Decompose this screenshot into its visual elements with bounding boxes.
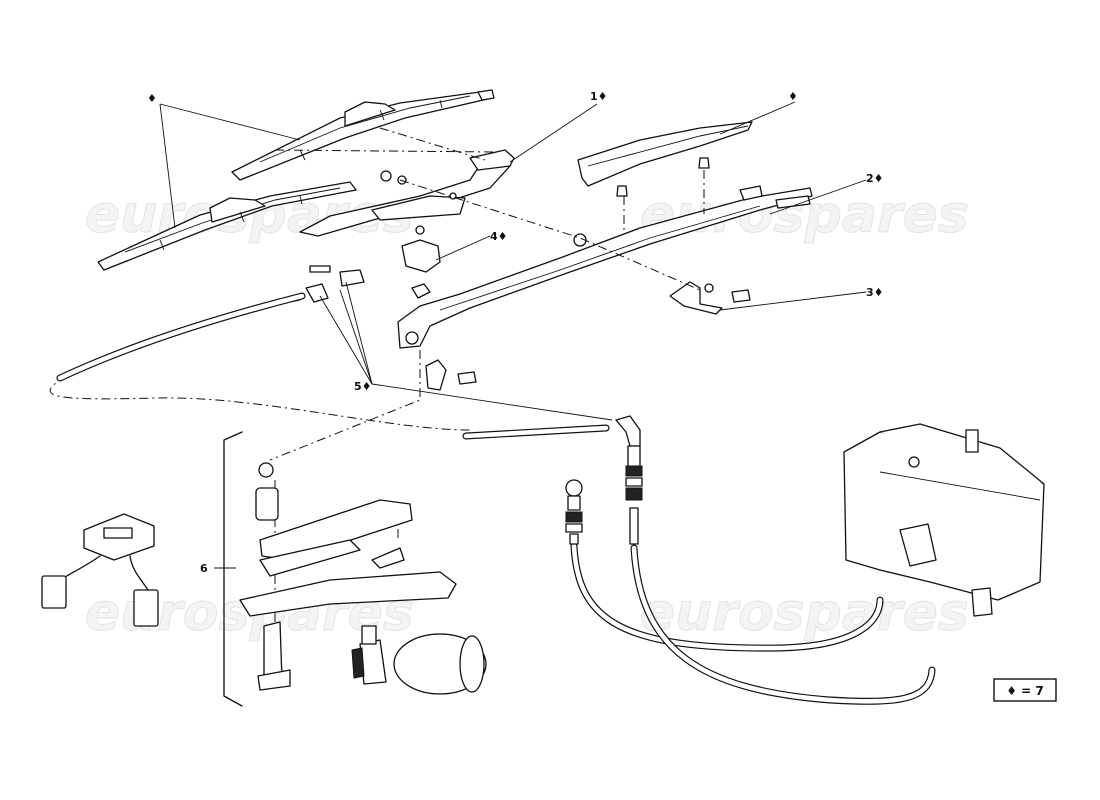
callout-labels: ♦ 1♦ ♦ 2♦ 4♦ 3♦ 5♦ 6 (147, 90, 884, 575)
washer-hose-left (56, 292, 610, 440)
watermark-bottom-right: eurospares (640, 583, 969, 643)
blade-adapter-arm (299, 149, 515, 237)
legend-text: ♦ = 7 (1006, 684, 1044, 698)
arm-bracket (669, 281, 723, 315)
small-hardware (411, 157, 751, 385)
wiper-motor-assembly (223, 431, 487, 707)
callout-blades: ♦ (147, 92, 157, 105)
callout-4: 4♦ (490, 230, 508, 243)
nozzle-fittings (565, 415, 643, 545)
legend-box (993, 678, 1057, 702)
wiper-blade-lower (97, 181, 357, 271)
callout-cover: ♦ (788, 90, 798, 103)
washer-hose-right (570, 542, 936, 705)
callout-3: 3♦ (866, 286, 884, 299)
wiper-arm (397, 185, 813, 349)
callout-6: 6 (200, 562, 208, 575)
leader-lines (159, 101, 867, 569)
callout-5: 5♦ (354, 380, 372, 393)
washer-reservoir (843, 423, 1045, 617)
watermark-group: eurospares eurospares eurospares eurospa… (85, 185, 970, 644)
electrical-connector (41, 513, 159, 627)
callout-2: 2♦ (866, 172, 884, 185)
legend: ♦ = 7 (993, 678, 1057, 702)
wiper-blade-upper (231, 89, 495, 181)
spindle-cap (401, 225, 441, 273)
callout-1: 1♦ (590, 90, 608, 103)
